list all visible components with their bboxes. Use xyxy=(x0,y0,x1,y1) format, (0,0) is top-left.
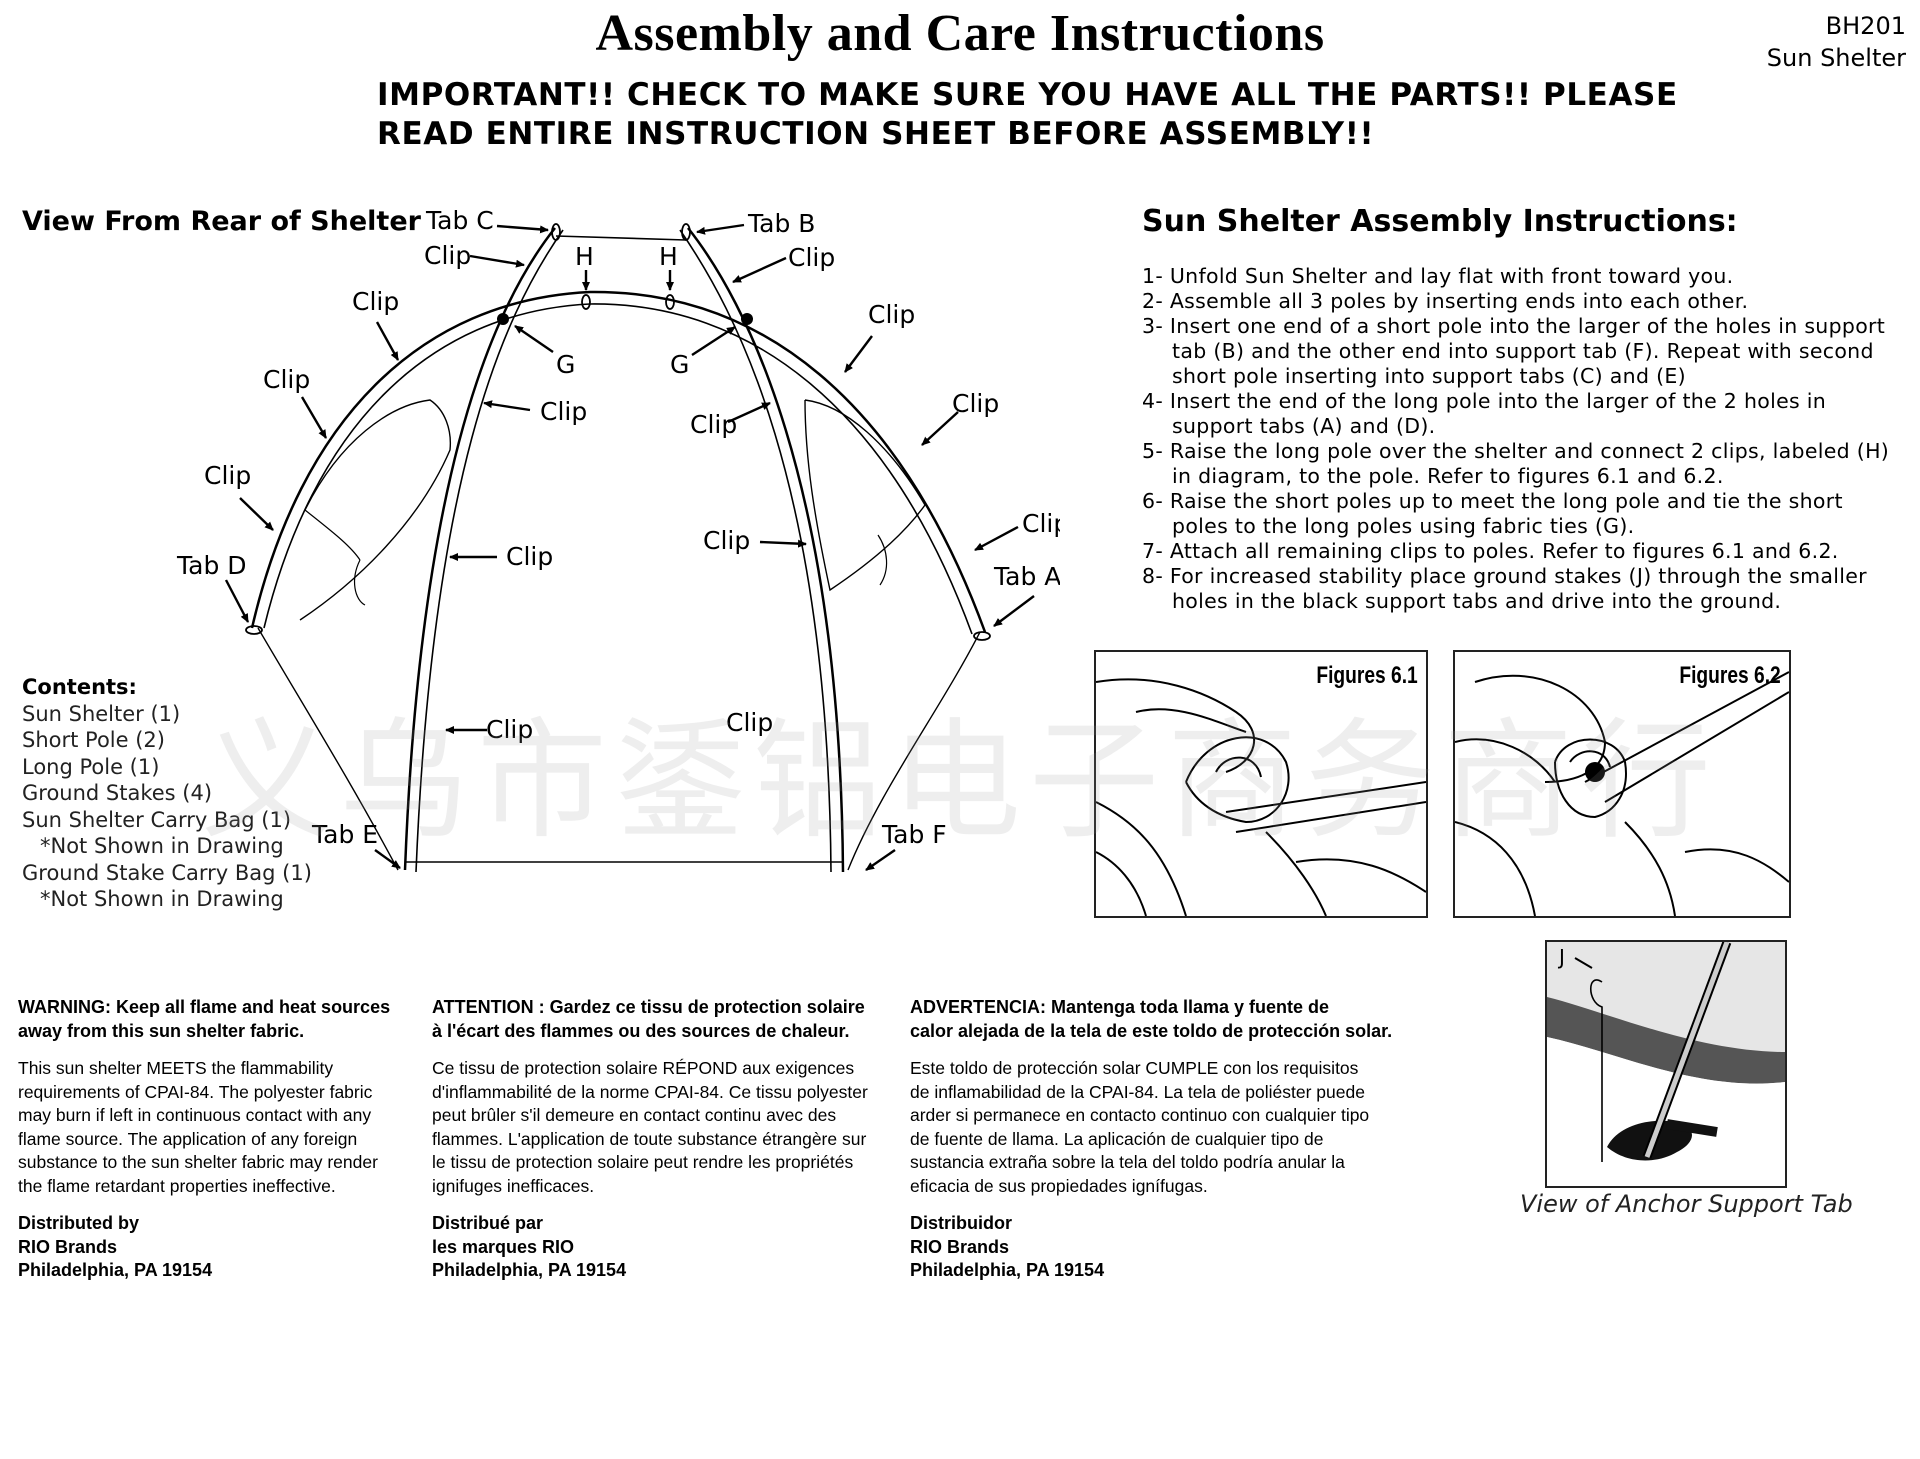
warning-heading: WARNING: Keep all flame and heat sources xyxy=(18,997,391,1017)
warning-text: flammes. L'application de toute substanc… xyxy=(432,1128,867,1149)
distributor-text: RIO Brands xyxy=(18,1236,118,1257)
warning-text: sustancia extraña sobre la tela del told… xyxy=(910,1152,1345,1172)
warning-spanish: ADVERTENCIA: Mantenga toda llama y fuent… xyxy=(910,996,1400,1283)
figure-label: Figures 6.1 xyxy=(1316,662,1418,689)
warning-text: flame source. The application of any for… xyxy=(18,1128,358,1149)
instruction-step: 1- Unfold Sun Shelter and lay flat with … xyxy=(1142,264,1734,288)
list-item: Sun Shelter Carry Bag (1) xyxy=(22,807,292,832)
warning-heading: away from this sun shelter fabric. xyxy=(18,1020,305,1041)
instruction-step: 6- Raise the short poles up to meet the … xyxy=(1142,489,1843,538)
warning-text: arder si permanece en contacto continuo … xyxy=(910,1105,1370,1125)
instructions-title: Sun Shelter Assembly Instructions: xyxy=(1142,204,1738,239)
label-g: G xyxy=(556,350,575,379)
shelter-diagram: Tab C Tab B Clip Clip H H Clip Clip G G … xyxy=(176,206,1060,873)
distributor-text: Distribuidor xyxy=(910,1213,1012,1233)
label-tab-f: Tab F xyxy=(881,820,947,849)
label-clip: Clip xyxy=(424,241,471,270)
list-note: *Not Shown in Drawing xyxy=(40,887,284,911)
warning-heading: calor alejada de la tela de este toldo d… xyxy=(910,1020,1393,1041)
page-title: Assembly and Care Instructions xyxy=(595,5,1325,62)
contents-list: Contents: Sun Shelter (1) Short Pole (2)… xyxy=(22,674,312,913)
important-line-1: IMPORTANT!! CHECK TO MAKE SURE YOU HAVE … xyxy=(377,77,1678,113)
warning-text: requirements of CPAI-84. The polyester f… xyxy=(18,1081,373,1102)
instruction-step: 8- For increased stability place ground … xyxy=(1142,564,1867,613)
contents-heading: Contents: xyxy=(22,675,137,699)
diagram-title: View From Rear of Shelter xyxy=(22,206,421,237)
product-name: Sun Shelter xyxy=(1766,44,1906,72)
label-clip: Clip xyxy=(703,526,750,555)
warning-french: ATTENTION : Gardez ce tissu de protectio… xyxy=(432,996,872,1283)
label-tab-c: Tab C xyxy=(425,206,494,235)
important-notice: IMPORTANT!! CHECK TO MAKE SURE YOU HAVE … xyxy=(377,76,1757,154)
list-item: Short Pole (2) xyxy=(22,728,165,752)
list-item: Ground Stakes (4) xyxy=(22,781,213,805)
warning-text: may burn if left in continuous contact w… xyxy=(18,1105,372,1125)
warning-text: Ce tissu de protection solaire RÉPOND au… xyxy=(432,1058,855,1078)
figure-6-2: Figures 6.2 xyxy=(1453,650,1791,918)
warning-text: eficacia de sus propiedades ignífugas. xyxy=(910,1175,1208,1196)
instruction-step: 2- Assemble all 3 poles by inserting end… xyxy=(1142,289,1749,313)
instruction-step: 4- Insert the end of the long pole into … xyxy=(1142,389,1827,438)
instruction-steps: 1- Unfold Sun Shelter and lay flat with … xyxy=(1142,264,1902,614)
warning-text: de fuente de llama. La aplicación de cua… xyxy=(910,1128,1324,1149)
distributor-text: Distribué par xyxy=(432,1213,544,1233)
warning-text: le tissu de protection solaire peut rend… xyxy=(432,1152,854,1172)
anchor-label-j: J xyxy=(1557,945,1565,969)
label-h: H xyxy=(659,242,678,271)
list-item: Long Pole (1) xyxy=(22,754,160,779)
label-clip: Clip xyxy=(788,243,835,272)
label-clip: Clip xyxy=(506,542,553,571)
label-tab-e: Tab E xyxy=(311,820,378,849)
figure-label: Figures 6.2 xyxy=(1679,662,1781,689)
label-clip: Clip xyxy=(352,287,399,316)
warning-text: d'inflammabilité de la norme CPAI-84. Ce… xyxy=(432,1081,868,1102)
label-h: H xyxy=(575,242,594,271)
warning-text: substance to the sun shelter fabric may … xyxy=(18,1152,378,1172)
anchor-caption: View of Anchor Support Tab xyxy=(1520,1190,1853,1218)
instruction-step: 5- Raise the long pole over the shelter … xyxy=(1142,439,1890,488)
warning-english: WARNING: Keep all flame and heat sources… xyxy=(18,996,418,1283)
distributor-text: Philadelphia, PA 19154 xyxy=(18,1260,213,1280)
list-item: Ground Stake Carry Bag (1) xyxy=(22,860,312,885)
label-tab-a: Tab A xyxy=(993,562,1060,591)
label-clip: Clip xyxy=(263,365,310,394)
important-line-2: READ ENTIRE INSTRUCTION SHEET BEFORE ASS… xyxy=(377,116,1375,152)
instruction-step: 7- Attach all remaining clips to poles. … xyxy=(1142,539,1839,563)
warning-text: de inflamabilidad de la CPAI-84. La tela… xyxy=(910,1081,1365,1102)
list-item: Sun Shelter (1) xyxy=(22,701,181,726)
label-clip: Clip xyxy=(540,397,587,426)
label-tab-d: Tab D xyxy=(176,551,247,580)
figure-6-2-drawing xyxy=(1455,671,1789,916)
anchor-support-drawing: J xyxy=(1547,942,1785,1186)
distributor-text: Philadelphia, PA 19154 xyxy=(910,1260,1105,1280)
distributor-text: RIO Brands xyxy=(910,1236,1010,1257)
model-info: BH201 Sun Shelter xyxy=(1767,10,1906,74)
label-clip: Clip xyxy=(1022,509,1060,538)
label-clip: Clip xyxy=(690,410,737,439)
warning-heading: ADVERTENCIA: Mantenga toda llama y fuent… xyxy=(910,997,1330,1017)
warning-heading: à l'écart des flammes ou des sources de … xyxy=(432,1020,850,1041)
warning-text: the flame retardant properties ineffecti… xyxy=(18,1175,336,1196)
warning-text: Este toldo de protección solar CUMPLE co… xyxy=(910,1058,1359,1078)
label-clip: Clip xyxy=(726,708,773,737)
anchor-support-figure: J xyxy=(1545,940,1787,1188)
warning-text: This sun shelter MEETS the flammability xyxy=(18,1058,334,1078)
label-g: G xyxy=(670,350,689,379)
list-note: *Not Shown in Drawing xyxy=(40,834,284,858)
label-clip: Clip xyxy=(868,300,915,329)
label-tab-b: Tab B xyxy=(747,209,815,238)
distributor-text: les marques RIO xyxy=(432,1236,575,1257)
distributor-text: Philadelphia, PA 19154 xyxy=(432,1260,627,1280)
distributor-text: Distributed by xyxy=(18,1213,140,1233)
model-number: BH201 xyxy=(1825,12,1906,40)
warning-text: peut brûler s'il demeure en contact cont… xyxy=(432,1105,837,1125)
warning-text: ignifuges inefficaces. xyxy=(432,1175,595,1196)
label-clip: Clip xyxy=(486,715,533,744)
label-clip: Clip xyxy=(952,389,999,418)
figure-6-1: Figures 6.1 xyxy=(1094,650,1428,918)
warning-heading: ATTENTION : Gardez ce tissu de protectio… xyxy=(432,997,865,1017)
figure-6-1-drawing xyxy=(1096,678,1426,916)
label-clip: Clip xyxy=(204,461,251,490)
instruction-step: 3- Insert one end of a short pole into t… xyxy=(1142,314,1886,388)
